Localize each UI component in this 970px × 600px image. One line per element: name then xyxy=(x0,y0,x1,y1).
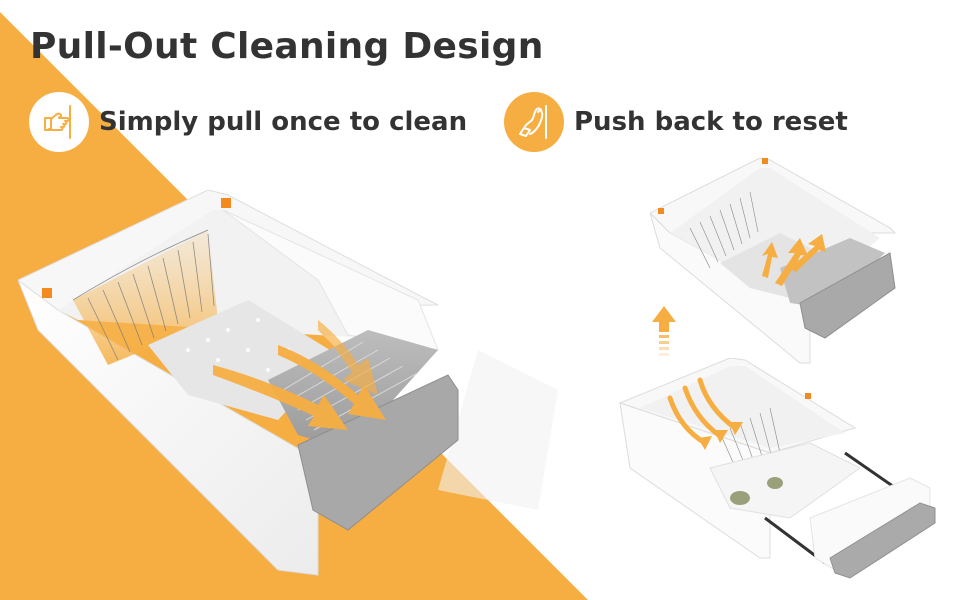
litter-box-main-illustration xyxy=(18,190,558,576)
feature-pull-to-clean: Simply pull once to clean xyxy=(29,92,467,152)
hand-push-icon xyxy=(504,92,564,152)
feature-push-label: Push back to reset xyxy=(574,107,848,137)
feature-push-to-reset: Push back to reset xyxy=(504,92,848,152)
feature-pull-label: Simply pull once to clean xyxy=(99,107,468,137)
up-arrow-icon xyxy=(652,306,676,356)
page-title: Pull-Out Cleaning Design xyxy=(30,26,544,67)
litter-box-reset-illustration xyxy=(650,158,897,364)
litter-box-drawer-illustration xyxy=(618,358,936,579)
hand-pull-icon xyxy=(29,92,89,152)
